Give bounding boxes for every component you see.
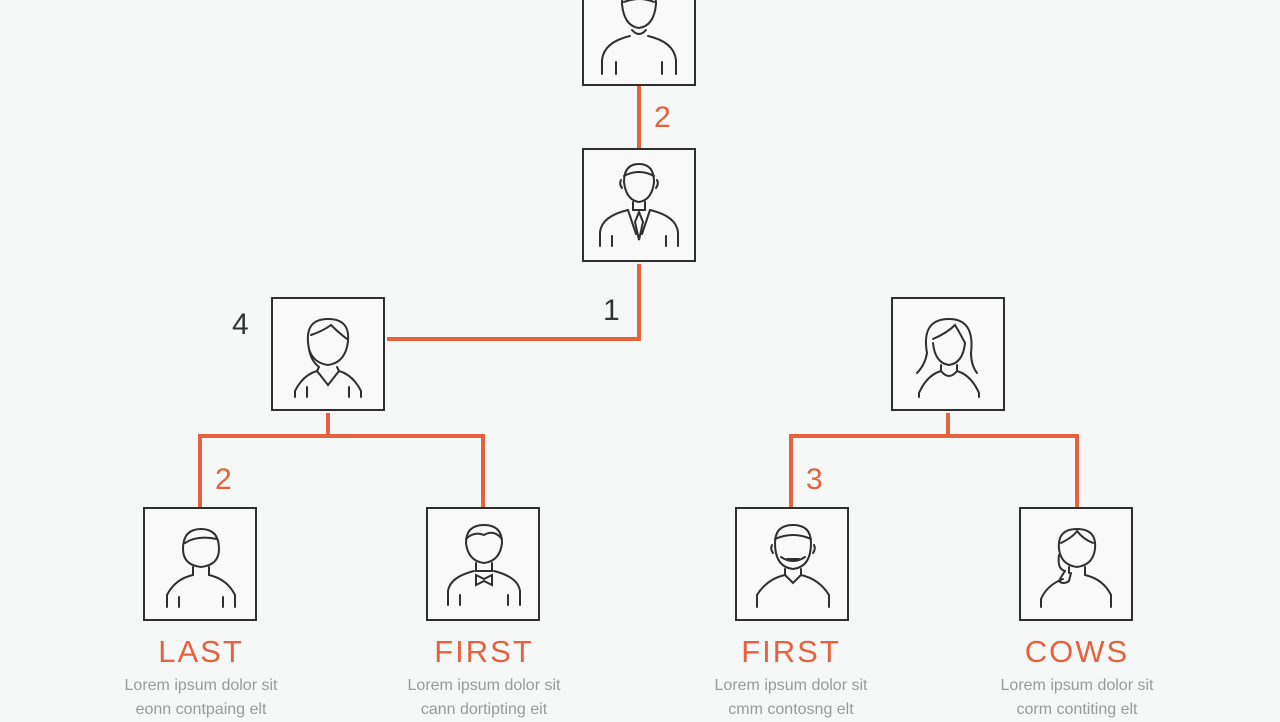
connector-center-left xyxy=(387,264,641,341)
caption-desc-line: Lorem ipsum dolor sit xyxy=(407,677,561,694)
node-bottom-1[interactable] xyxy=(143,507,257,621)
caption-title-4: COWS xyxy=(1024,634,1130,669)
caption-desc-2: Lorem ipsum dolor sit cann dortipting ei… xyxy=(364,674,604,722)
caption-desc-line: cann dortipting eit xyxy=(420,701,548,718)
caption-desc-line: cmm contosng elt xyxy=(728,701,854,718)
man-beard-icon xyxy=(756,523,830,608)
caption-title-2: FIRST xyxy=(434,634,534,669)
node-top[interactable] xyxy=(582,0,696,86)
man-tie-icon xyxy=(599,162,679,247)
person-icon xyxy=(166,527,236,608)
connector-left-children xyxy=(198,434,485,508)
caption-desc-line: Lorem ipsum dolor sit xyxy=(1000,677,1154,694)
caption-desc-line: corm contiting elt xyxy=(1016,701,1138,718)
caption-desc-3: Lorem ipsum dolor sit cmm contosng elt xyxy=(671,674,911,722)
caption-desc-line: Lorem ipsum dolor sit xyxy=(714,677,868,694)
caption-title-1: LAST xyxy=(158,634,244,669)
node-bottom-4[interactable] xyxy=(1019,507,1133,621)
caption-title-3: FIRST xyxy=(741,634,841,669)
node-bottom-3[interactable] xyxy=(735,507,849,621)
woman-headset-icon xyxy=(1040,527,1112,608)
node-right[interactable] xyxy=(891,297,1005,411)
caption-desc-line: eonn contpaing elt xyxy=(135,701,267,718)
node-bottom-2[interactable] xyxy=(426,507,540,621)
caption-desc-4: Lorem ipsum dolor sit corm contiting elt xyxy=(957,674,1197,722)
edge-label-left-last: 2 xyxy=(215,463,232,496)
node-center[interactable] xyxy=(582,148,696,262)
node-tag-left: 4 xyxy=(232,308,249,341)
node-left[interactable] xyxy=(271,297,385,411)
caption-desc-1: Lorem ipsum dolor sit eonn contpaing elt xyxy=(81,674,321,722)
edge-label-center-left: 1 xyxy=(603,294,620,327)
caption-desc-line: Lorem ipsum dolor sit xyxy=(124,677,278,694)
man-bowtie-icon xyxy=(447,523,521,606)
edge-label-top: 2 xyxy=(654,101,671,134)
connector-right-children xyxy=(789,434,1079,508)
edge-label-right-first: 3 xyxy=(806,463,823,496)
woman-icon xyxy=(294,317,362,398)
man-icon xyxy=(601,0,677,75)
woman-long-hair-icon xyxy=(916,317,980,398)
